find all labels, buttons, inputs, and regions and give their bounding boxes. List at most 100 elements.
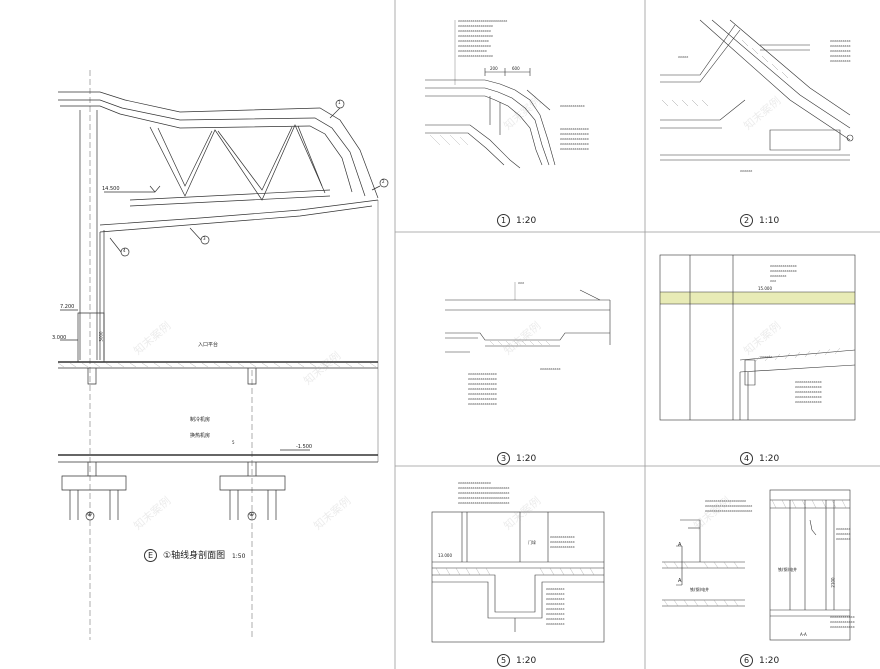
svg-text:XXXXXXXXXXXXXXXXXXXXXXXXX: XXXXXXXXXXXXXXXXXXXXXXXXX	[458, 501, 509, 505]
svg-text:XXX: XXX	[518, 281, 524, 285]
detail-4-caption: 4 1:20	[740, 452, 779, 465]
svg-text:XXXXXXXXXXXXXX: XXXXXXXXXXXXXX	[468, 372, 497, 376]
svg-text:XXX: XXX	[770, 279, 776, 283]
svg-text:XXXXXXXXXXXXXXXXX: XXXXXXXXXXXXXXXXX	[458, 54, 493, 58]
detail-6-number: 6	[740, 654, 753, 667]
detail-3-drawing: XXX XXXXXXXXXXXXXX XXXXXXXXXXXXXX XXXXXX…	[445, 281, 611, 406]
svg-text:XXXXXXXXXXXXX: XXXXXXXXXXXXX	[770, 269, 797, 273]
svg-text:XXXXXXXXX: XXXXXXXXX	[546, 602, 565, 606]
label-equipment: 制冷机房	[190, 417, 211, 423]
svg-text:XXXXXXXXXXXXXX: XXXXXXXXXXXXXX	[560, 142, 589, 146]
pile-mark-a: ⊕	[87, 511, 93, 518]
detail-2-number: 2	[740, 214, 753, 227]
svg-text:XXXXXXX: XXXXXXX	[836, 532, 850, 536]
svg-text:XXXXXXXXXXXXXX: XXXXXXXXXXXXXX	[468, 397, 497, 401]
svg-text:XXXXXXXXXXXX: XXXXXXXXXXXX	[550, 545, 575, 549]
d6-label-a: A	[678, 542, 682, 548]
detail-4-drawing: XXXXXXXXXXXXX XXXXXXXXXXXXX XXXXXXXX XXX…	[659, 254, 856, 421]
d1-dim-a: 200	[490, 66, 498, 71]
d6-section-mark: A-A	[800, 632, 807, 637]
svg-text:XXXXXXXXXXXXXXXX: XXXXXXXXXXXXXXXX	[458, 481, 491, 485]
svg-text:XXXXXXXXXXXX: XXXXXXXXXXXX	[830, 620, 855, 624]
d5-elev: 13.000	[438, 553, 452, 558]
svg-text:XXXXXXXXXXXXXXX: XXXXXXXXXXXXXXX	[458, 39, 489, 43]
detail-3-scale: 1:20	[516, 454, 537, 464]
detail-1-number: 1	[497, 214, 510, 227]
main-section-drawing	[57, 70, 389, 640]
main-section-scale: 1:50	[231, 553, 246, 560]
svg-text:XXXXXXXXXXXXXX: XXXXXXXXXXXXXX	[468, 392, 497, 396]
svg-text:XXXXXXXXXXXXXX: XXXXXXXXXXXXXX	[468, 402, 497, 406]
svg-text:XXXXXX: XXXXXX	[760, 355, 772, 359]
svg-text:XXXXXXXXXXXX: XXXXXXXXXXXX	[560, 104, 585, 108]
detail-2-scale: 1:10	[759, 216, 780, 226]
svg-text:XXXXXXX: XXXXXXX	[836, 537, 850, 541]
svg-text:XXXXXXXXXXXXX: XXXXXXXXXXXXX	[795, 385, 822, 389]
svg-text:XXXXXXXXXXXXXXXXXXXXXXXX: XXXXXXXXXXXXXXXXXXXXXXXX	[458, 19, 507, 23]
callout-4: 4	[123, 248, 126, 253]
svg-text:XXXXXXXXXX: XXXXXXXXXX	[830, 44, 851, 48]
label-elev-top: 14.500	[102, 186, 120, 192]
svg-text:XXXXXXXXXXXXX: XXXXXXXXXXXXX	[795, 400, 822, 404]
svg-text:XXXXXXXXXXXXX: XXXXXXXXXXXXX	[770, 264, 797, 268]
detail-2-drawing: XXXXXXXXXX XXXXXXXXXX XXXXXXXXXX XXXXXXX…	[660, 19, 854, 173]
svg-text:XXXXXXXXXXXXXXXXXXXXXXXXX: XXXXXXXXXXXXXXXXXXXXXXXXX	[458, 491, 509, 495]
d6-label-b: A	[678, 578, 682, 584]
detail-3-number: 3	[497, 452, 510, 465]
svg-text:XXXXXXXXXXXXXX: XXXXXXXXXXXXXX	[468, 387, 497, 391]
svg-text:XXXXXXXXXXXX: XXXXXXXXXXXX	[830, 625, 855, 629]
svg-text:XXXXXXXXXXXXXX: XXXXXXXXXXXXXX	[560, 127, 589, 131]
svg-text:XXXXXXXXX: XXXXXXXXX	[546, 607, 565, 611]
label-elev-base: -1.500	[296, 444, 313, 450]
callout-5: 5	[232, 440, 235, 445]
detail-1-drawing: XXXXXXXXXXXXXXXXXXXXXXXX XXXXXXXXXXXXXXX…	[425, 19, 589, 169]
detail-4-scale: 1:20	[759, 454, 780, 464]
svg-text:XXXXXXXXXXXXXXXXX: XXXXXXXXXXXXXXXXX	[458, 34, 493, 38]
d4-elev: 15.000	[758, 286, 772, 291]
label-elev-mid: 7.200	[60, 304, 75, 310]
callout-2: 2	[382, 179, 385, 184]
svg-text:XXXXXXXXX: XXXXXXXXX	[546, 612, 565, 616]
d6-room-2: 铁(钢)电井	[778, 567, 798, 572]
label-elev-low: 3.000	[52, 335, 67, 341]
detail-6-drawing: XXXXXXXXXXXXXXXXXXXX XXXXXXXXXXXXXXXXXXX…	[662, 489, 855, 641]
label-entrance: 入口平台	[198, 342, 219, 348]
svg-text:XXXXXXXXX: XXXXXXXXX	[546, 592, 565, 596]
label-equipment2: 换热机房	[190, 433, 211, 439]
detail-2-caption: 2 1:10	[740, 214, 779, 227]
svg-text:XXXXXXXXXXXXX: XXXXXXXXXXXXX	[795, 390, 822, 394]
svg-text:XXXXXXXXXXXX: XXXXXXXXXXXX	[830, 615, 855, 619]
svg-text:XXXXXXXXXXXXXX: XXXXXXXXXXXXXX	[560, 132, 589, 136]
svg-text:XXXXXXXXXX: XXXXXXXXXX	[540, 367, 561, 371]
svg-text:XXXXXXXXX: XXXXXXXXX	[546, 622, 565, 626]
d6-room-1: 铁(钢)电井	[690, 587, 710, 592]
svg-text:XXXXXXXXXXXXXXXX: XXXXXXXXXXXXXXXX	[458, 29, 491, 33]
svg-text:XXXXXXXXXXXXXXXXXXXXXXXXX: XXXXXXXXXXXXXXXXXXXXXXXXX	[458, 486, 509, 490]
detail-5-number: 5	[497, 654, 510, 667]
d1-dim-b: 600	[512, 66, 520, 71]
svg-text:XXXXXXX: XXXXXXX	[836, 527, 850, 531]
svg-text:XXXXXXXXXX: XXXXXXXXXX	[830, 54, 851, 58]
svg-text:XXXXXXXXXXXXX: XXXXXXXXXXXXX	[795, 380, 822, 384]
svg-text:XXXXXXXXXXXXX: XXXXXXXXXXXXX	[795, 395, 822, 399]
svg-text:XXXXXXXXXXXXXX: XXXXXXXXXXXXXX	[468, 382, 497, 386]
svg-text:XXXXXX: XXXXXX	[740, 169, 752, 173]
svg-text:XXXXXXXXXXXXXXXXXXXXXXX: XXXXXXXXXXXXXXXXXXXXXXX	[705, 504, 752, 508]
svg-text:XXXXXXXXXXXXXX: XXXXXXXXXXXXXX	[468, 377, 497, 381]
detail-4-number: 4	[740, 452, 753, 465]
svg-text:XXXXXXXXXX: XXXXXXXXXX	[830, 59, 851, 63]
svg-text:XXXXXXXXXXXXXXXX: XXXXXXXXXXXXXXXX	[458, 44, 491, 48]
svg-text:XXXXXXXXXXXXXX: XXXXXXXXXXXXXX	[458, 49, 487, 53]
main-section-title: ①轴线身剖面图	[163, 551, 226, 561]
detail-3-caption: 3 1:20	[497, 452, 536, 465]
svg-text:XXXXXXXXX: XXXXXXXXX	[546, 597, 565, 601]
svg-text:XXXXXXXXXXXXXXXXXXXXXXXXX: XXXXXXXXXXXXXXXXXXXXXXXXX	[458, 496, 509, 500]
svg-text:XXXXXXXXX: XXXXXXXXX	[546, 587, 565, 591]
svg-text:XXXXXXXX: XXXXXXXX	[770, 274, 786, 278]
svg-text:XXXXXXXXXXXX: XXXXXXXXXXXX	[550, 540, 575, 544]
callout-3: 3	[203, 236, 206, 241]
